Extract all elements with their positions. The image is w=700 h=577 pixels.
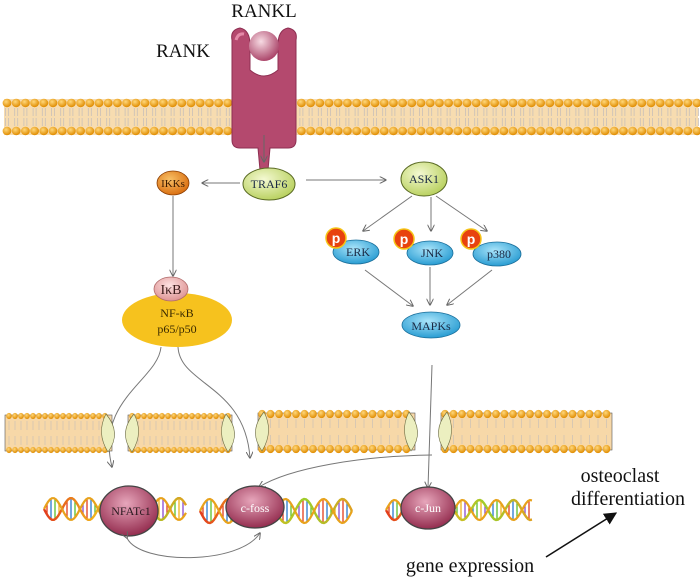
jnk-node: p JNK (393, 228, 454, 266)
cjun-label: c-Jun (415, 501, 441, 515)
rank-label: RANK (156, 41, 210, 62)
rankl-label: RANKL (231, 1, 296, 22)
arrow-mapks-cjun (428, 364, 433, 488)
plasma-membrane (2, 98, 700, 136)
phospho-icon (325, 227, 347, 249)
erk-label: ERK (346, 245, 370, 259)
svg-text:p: p (467, 231, 476, 247)
arrow-ask1-erk (363, 195, 413, 231)
traf6-node (242, 167, 296, 201)
ikb-label: IκB (160, 283, 181, 298)
nfkb-node (122, 293, 232, 347)
phospho-icon (460, 228, 482, 250)
svg-text:p: p (400, 231, 409, 247)
rankl-ligand (249, 31, 279, 61)
ask1-node (400, 161, 448, 197)
arrow-erk-mapks (364, 269, 413, 306)
arrow-nfkb-cfos (177, 346, 250, 458)
nuclear-membrane (4, 409, 613, 454)
gene-expression-label: gene expression (406, 555, 534, 577)
cfos-label: c-foss (241, 501, 270, 515)
mapks-label: MAPKs (411, 319, 451, 333)
ikks-node (156, 170, 190, 196)
arrow-gene-to-differentiation (545, 512, 618, 558)
ikb-node (153, 276, 189, 302)
arrow-nfatc1-cfos-loop (127, 533, 260, 559)
jnk-label: JNK (421, 246, 443, 260)
arrow-ask1-p38 (435, 195, 487, 231)
arrow-p38-mapks (447, 269, 493, 305)
traf6-label: TRAF6 (251, 177, 288, 191)
osteoclast-label: osteoclast (581, 465, 660, 487)
svg-text:p: p (332, 230, 341, 246)
erk-node: p ERK (325, 227, 380, 265)
differentiation-label: differentiation (571, 488, 685, 510)
p38-node: p p380 (460, 228, 522, 267)
nfkb-label: NF-κB (160, 306, 193, 320)
nfatc1-label: NFATc1 (111, 504, 151, 518)
arrow-mapks-cfos (259, 454, 433, 487)
cjun-node (400, 486, 456, 530)
p38-label: p380 (487, 247, 511, 261)
nfkb-subunits-label: p65/p50 (157, 322, 196, 336)
ask1-label: ASK1 (409, 172, 439, 186)
phospho-icon (393, 228, 415, 250)
ikks-label: IKKs (161, 178, 185, 190)
cfos-node (225, 485, 285, 529)
mapks-node (401, 311, 461, 339)
